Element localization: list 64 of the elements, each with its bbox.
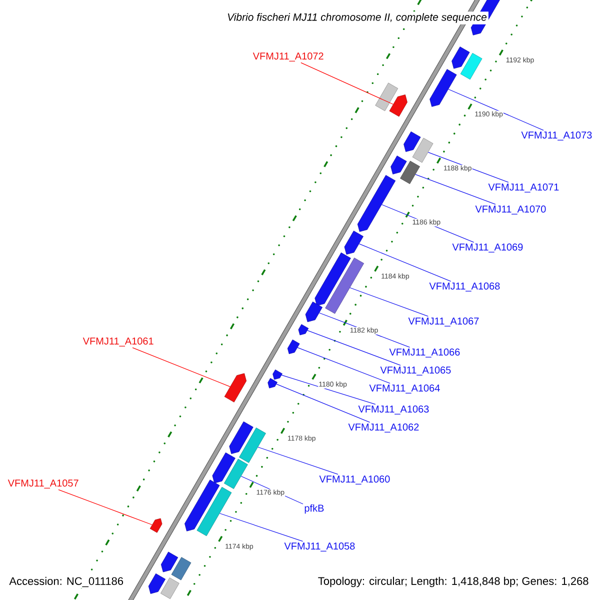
gene-label: VFMJ11_A1066 [389,348,460,358]
gene-symbol [357,175,396,232]
gene-block [412,138,434,163]
gene-symbol [344,230,364,255]
leader-line [297,347,390,384]
leader-line [58,489,152,526]
gene-label: VFMJ11_A1062 [348,424,419,432]
gene-symbol [298,324,309,336]
gene-label: VFMJ11_A1063 [358,406,429,414]
gene-block [239,428,266,463]
gene-label: VFMJ11_A1071 [488,184,559,192]
gene-label: VFMJ11_A1072 [252,52,324,62]
leader-line [132,347,230,387]
info-text: Topology: circular; Length: 1,418,848 bp; Genes: 1,268 [316,576,590,588]
gene-symbol [404,131,421,152]
leader-line [276,384,370,423]
gene-block [375,82,398,112]
leader-line [358,244,452,282]
gene-symbol [184,480,220,532]
gene-symbol [160,552,178,572]
gene-block [171,557,192,580]
leader-line [300,62,394,105]
gene-symbol [229,421,254,454]
gene-symbol [224,373,247,402]
gene-label: VFMJ11_A1065 [380,366,451,376]
info-text: Accession: NC_011186 [8,576,125,588]
gene-block [325,258,364,314]
gene-symbol [389,94,408,117]
leader-line [415,174,496,205]
gene-symbol [452,46,470,69]
gene-block [460,52,482,80]
gene-symbol [430,69,457,107]
leader-line [281,374,376,405]
gene-label: VFMJ11_A1070 [475,206,546,214]
gene-symbol [150,518,162,533]
gene-label: VFMJ11_A1073 [521,132,592,140]
gene-symbol [305,302,323,322]
gene-block [196,486,232,536]
gene-label: VFMJ11_A1067 [408,318,479,326]
gene-symbol [390,156,407,174]
leader-line [219,513,304,542]
gene-label: VFMJ11_A1058 [284,542,355,552]
leader-line [350,287,428,317]
title: Vibrio fischeri MJ11 chromosome II, complete sequence [226,12,488,24]
gene-label: VFMJ11_A1060 [319,476,390,484]
gene-label: VFMJ11_A1064 [369,384,440,394]
gene-label: VFMJ11_A1069 [452,244,523,252]
leader-line [448,88,544,131]
gene-symbol [287,340,300,354]
gene-block [400,160,420,184]
gene-symbol [268,378,278,388]
gene-symbol [212,452,236,484]
gene-symbol [148,573,166,594]
gene-label: VFMJ11_A1057 [8,480,78,488]
leader-line [307,330,401,366]
gene-label: VFMJ11_A1068 [429,282,500,292]
gene-block [160,578,180,600]
gene-symbol [314,252,351,306]
gene-symbol [272,370,282,380]
gene-label: pfkB [304,504,324,514]
gene-label: VFMJ11_A1061 [82,338,154,346]
leader-line [258,446,338,475]
gene-block [224,458,248,489]
leader-line [428,152,509,183]
